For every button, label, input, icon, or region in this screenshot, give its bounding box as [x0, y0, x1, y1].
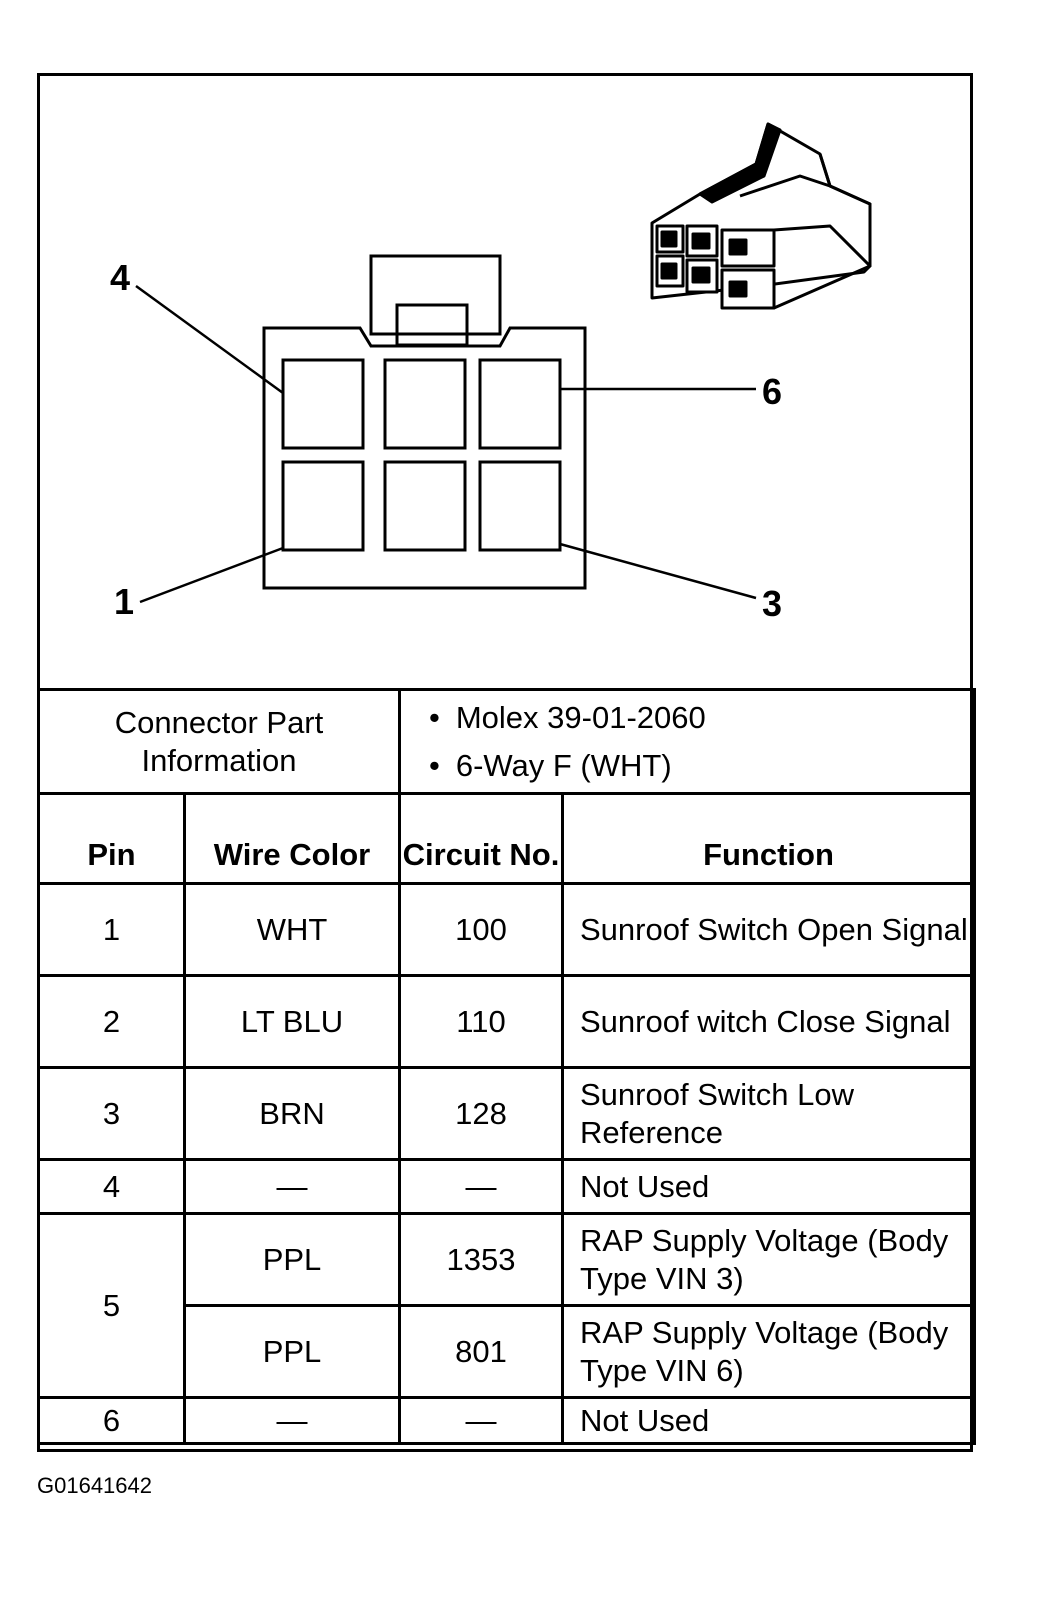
callout-6: 6 [762, 371, 782, 412]
table-row: 4 — — Not Used [37, 1158, 976, 1215]
cavity-6 [478, 358, 562, 450]
cell-color: BRN [183, 1066, 401, 1161]
table-row: 5 PPL 1353 RAP Supply Voltage (Body Type… [37, 1212, 976, 1399]
cell-function: Not Used [561, 1158, 976, 1215]
cell-circuit: — [398, 1396, 564, 1445]
connector-3d-illustration [650, 122, 872, 310]
connector-info-part-number: Molex 39-01-2060 [456, 694, 973, 742]
cavity-5 [383, 358, 467, 450]
header-wire-color: Wire Color [183, 792, 401, 885]
leader-3 [559, 542, 757, 600]
table-header-row: Pin Wire Color Circuit No. Function [37, 792, 976, 885]
callout-1: 1 [114, 581, 134, 622]
cell-pin: 2 [37, 974, 186, 1069]
header-pin: Pin [37, 792, 186, 885]
cavity-4 [281, 358, 365, 450]
connector-body [262, 326, 587, 590]
callout-3: 3 [762, 583, 782, 624]
cell-pin: 6 [37, 1396, 186, 1445]
figure-id: G01641642 [37, 1473, 152, 1498]
cell-color: — [183, 1158, 401, 1215]
cell-color: WHT [183, 882, 401, 977]
connector-face [262, 254, 587, 590]
cell-circuit: — [398, 1158, 564, 1215]
table-row: 2 LT BLU 110 Sunroof witch Close Signal [37, 974, 976, 1069]
header-function: Function [561, 792, 976, 885]
cell-pin: 3 [37, 1066, 186, 1161]
cavity-3 [478, 460, 562, 552]
cell-circuit: 110 [398, 974, 564, 1069]
cavity-2 [383, 460, 467, 552]
cell-circuit: 128 [398, 1066, 564, 1161]
cell-color: LT BLU [183, 974, 401, 1069]
cell-circuit: 100 [398, 882, 564, 977]
header-circuit: Circuit No. [398, 792, 564, 885]
table-row: 1 WHT 100 Sunroof Switch Open Signal [37, 882, 976, 977]
cell-circuit: 801 [398, 1304, 564, 1399]
connector-figure: 4 6 1 3 [37, 73, 976, 1452]
cell-function: Not Used [561, 1396, 976, 1445]
table-row: 3 BRN 128 Sunroof Switch Low Reference [37, 1066, 976, 1161]
cell-pin: 4 [37, 1158, 186, 1215]
cell-pin: 5 [37, 1212, 186, 1399]
cell-function: Sunroof witch Close Signal [561, 974, 976, 1069]
cell-function: Sunroof Switch Open Signal [561, 882, 976, 977]
connector-info-list: Molex 39-01-2060 6-Way F (WHT) [398, 688, 976, 795]
latch-slot [395, 303, 469, 347]
leader-4 [135, 284, 284, 395]
connector-diagram: 4 6 1 3 [110, 122, 872, 624]
leader-1 [139, 546, 284, 604]
connector-info-label: Connector Part Information [37, 688, 401, 795]
cell-function: RAP Supply Voltage (Body Type VIN 6) [561, 1304, 976, 1399]
leader-lines [135, 284, 757, 604]
table-row: PPL 801 RAP Supply Voltage (Body Type VI… [39, 1304, 976, 1399]
cell-function: Sunroof Switch Low Reference [561, 1066, 976, 1161]
cell-color: PPL [183, 1304, 401, 1399]
connector-info-row: Connector Part Information Molex 39-01-2… [37, 688, 976, 795]
connector-info-description: 6-Way F (WHT) [456, 742, 973, 790]
pinout-table: Connector Part Information Molex 39-01-2… [37, 688, 976, 1445]
table-row: 6 — — Not Used [37, 1396, 976, 1445]
callout-4: 4 [110, 257, 130, 298]
cell-color: — [183, 1396, 401, 1445]
cavity-1 [281, 460, 365, 552]
cell-function: RAP Supply Voltage (Body Type VIN 3) [561, 1212, 976, 1307]
cell-color: PPL [183, 1212, 401, 1307]
latch-top [369, 254, 502, 336]
cell-pin: 1 [37, 882, 186, 977]
cell-circuit: 1353 [398, 1212, 564, 1307]
